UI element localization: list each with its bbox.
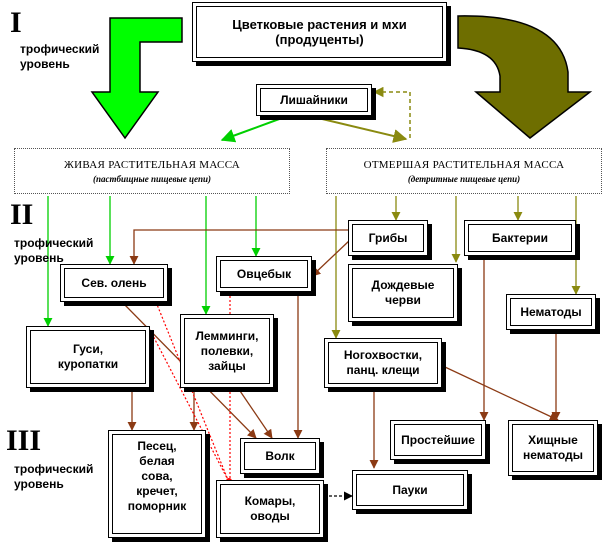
living-mass-subtitle: (пастбищные пищевые цепи) xyxy=(93,173,211,184)
link-reindeer-mosquitoes xyxy=(155,301,229,481)
node-reindeer: Сев. олень xyxy=(60,264,168,302)
node-bacteria-label: Бактерии xyxy=(492,230,548,245)
node-harvestmen-label: Ногохвостки, панц. клещи xyxy=(343,348,423,377)
node-geese-label: Гуси, куропатки xyxy=(57,342,119,371)
dead-mass-title: ОТМЕРШАЯ РАСТИТЕЛЬНАЯ МАССА xyxy=(363,158,565,171)
node-producers-label: Цветковые растения и мхи (продуценты) xyxy=(232,17,407,47)
node-lichens-label: Лишайники xyxy=(280,92,348,107)
node-fungi-label: Грибы xyxy=(368,230,408,245)
living-mass-title: ЖИВАЯ РАСТИТЕЛЬНАЯ МАССА xyxy=(63,158,241,171)
node-protozoa: Простейшие xyxy=(390,420,486,460)
node-pred-nematodes: Хищные нематоды xyxy=(508,420,598,476)
level-one-numeral: I xyxy=(10,6,22,39)
level-two-numeral: II xyxy=(10,198,34,231)
big-olive-arrow xyxy=(457,15,593,139)
node-harvestmen: Ногохвостки, панц. клещи xyxy=(324,338,442,388)
node-lemmings-label: Лемминги, полевки, зайцы xyxy=(195,328,259,373)
level-three-numeral: III xyxy=(6,424,42,457)
link-lichens-living xyxy=(220,117,283,143)
node-earthworms: Дождевые черви xyxy=(348,264,458,322)
node-spiders: Пауки xyxy=(352,470,468,510)
link-fungi-reindeer xyxy=(129,229,348,265)
node-mosquitoes: Комары, оводы xyxy=(216,480,324,538)
link-lemmings-wolf xyxy=(237,387,273,439)
node-spiders-label: Пауки xyxy=(392,482,428,497)
node-wolf: Волк xyxy=(240,438,320,474)
link-lichens-dead xyxy=(317,117,408,143)
node-living-mass: ЖИВАЯ РАСТИТЕЛЬНАЯ МАССА (пастбищные пищ… xyxy=(14,148,290,194)
link-dead-lichens-dashed xyxy=(372,86,411,138)
node-reindeer-label: Сев. олень xyxy=(81,275,147,290)
level-three-label: трофический уровень xyxy=(14,462,94,491)
node-arctic-fox-label: Песец, белая сова, кречет, поморник xyxy=(127,439,187,513)
node-producers: Цветковые растения и мхи (продуценты) xyxy=(192,2,447,62)
node-arctic-fox: Песец, белая сова, кречет, поморник xyxy=(108,430,206,538)
node-pred-nematodes-label: Хищные нематоды xyxy=(523,433,583,462)
node-fungi: Грибы xyxy=(348,220,428,256)
node-earthworms-label: Дождевые черви xyxy=(371,278,435,307)
link-fungi-muskox xyxy=(311,239,351,277)
link-harvestmen-prednematodes xyxy=(429,359,559,421)
node-protozoa-label: Простейшие xyxy=(401,432,475,447)
node-bacteria: Бактерии xyxy=(464,220,576,256)
node-nematodes-label: Нематоды xyxy=(520,304,582,319)
node-muskox: Овцебык xyxy=(216,256,312,292)
node-geese: Гуси, куропатки xyxy=(26,326,150,388)
node-mosquitoes-label: Комары, оводы xyxy=(244,494,296,523)
node-lichens: Лишайники xyxy=(256,84,372,116)
node-wolf-label: Волк xyxy=(265,448,295,463)
node-dead-mass: ОТМЕРШАЯ РАСТИТЕЛЬНАЯ МАССА (детритные п… xyxy=(326,148,602,194)
node-lemmings: Лемминги, полевки, зайцы xyxy=(180,314,274,388)
level-two-label: трофический уровень xyxy=(14,236,94,265)
node-muskox-label: Овцебык xyxy=(236,266,292,281)
level-one-label: трофический уровень xyxy=(20,42,100,71)
big-green-arrow xyxy=(90,17,183,140)
node-nematodes: Нематоды xyxy=(506,294,596,330)
link-geese-mosquitoes xyxy=(149,329,229,481)
dead-mass-subtitle: (детритные пищевые цепи) xyxy=(407,173,521,184)
